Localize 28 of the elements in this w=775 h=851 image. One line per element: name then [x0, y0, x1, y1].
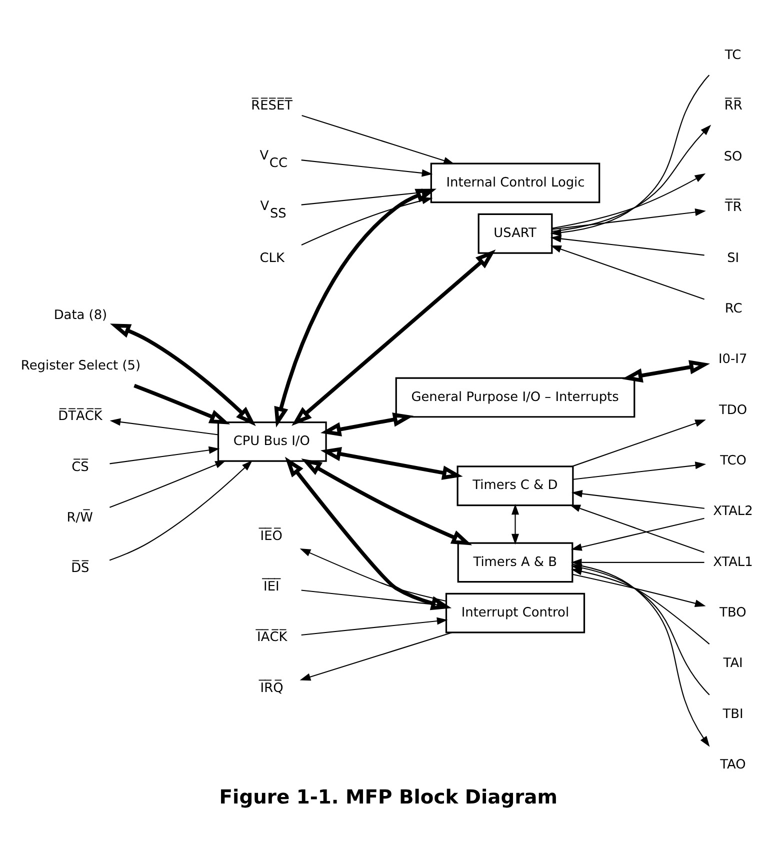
node-text: I̅E̅O̅ [260, 528, 282, 544]
node-text: XTAL2 [713, 504, 753, 520]
node-text: R̅R̅ [724, 98, 742, 114]
node-text: CLK [260, 250, 284, 266]
node-text: R̅E̅S̅E̅T̅ [251, 98, 293, 114]
node-text: Data (8) [54, 308, 108, 323]
node-text: TBI [722, 706, 744, 722]
node-text: D̅T̅A̅C̅K̅ [58, 409, 102, 424]
node-text: TAO [720, 757, 746, 772]
node-text: SO [724, 149, 742, 164]
node-text: TBO [720, 605, 746, 620]
node-text: I̅E̅I̅ [264, 580, 280, 595]
node-text: TAI [723, 656, 743, 672]
node-text: RC [724, 301, 742, 316]
node-text: XTAL1 [713, 554, 753, 570]
node-text: I̅R̅Q̅ [260, 680, 284, 696]
node-text: C̅S̅ [72, 460, 89, 475]
node-text: SI [727, 250, 740, 266]
node-text: T̅R̅ [724, 200, 742, 216]
node-text: TCO [720, 453, 746, 468]
node-text: TC [724, 48, 742, 64]
node-text: I0-I7 [718, 352, 748, 368]
node-text: TDO [719, 402, 748, 418]
node-text: R/W̅ [66, 510, 93, 526]
node-text: I̅A̅C̅K̅ [257, 630, 288, 646]
node-text: D̅S̅ [71, 561, 90, 576]
node-text: Register Select (5) [20, 358, 141, 374]
caption: Figure 1-1. MFP Block Diagram [219, 785, 558, 808]
